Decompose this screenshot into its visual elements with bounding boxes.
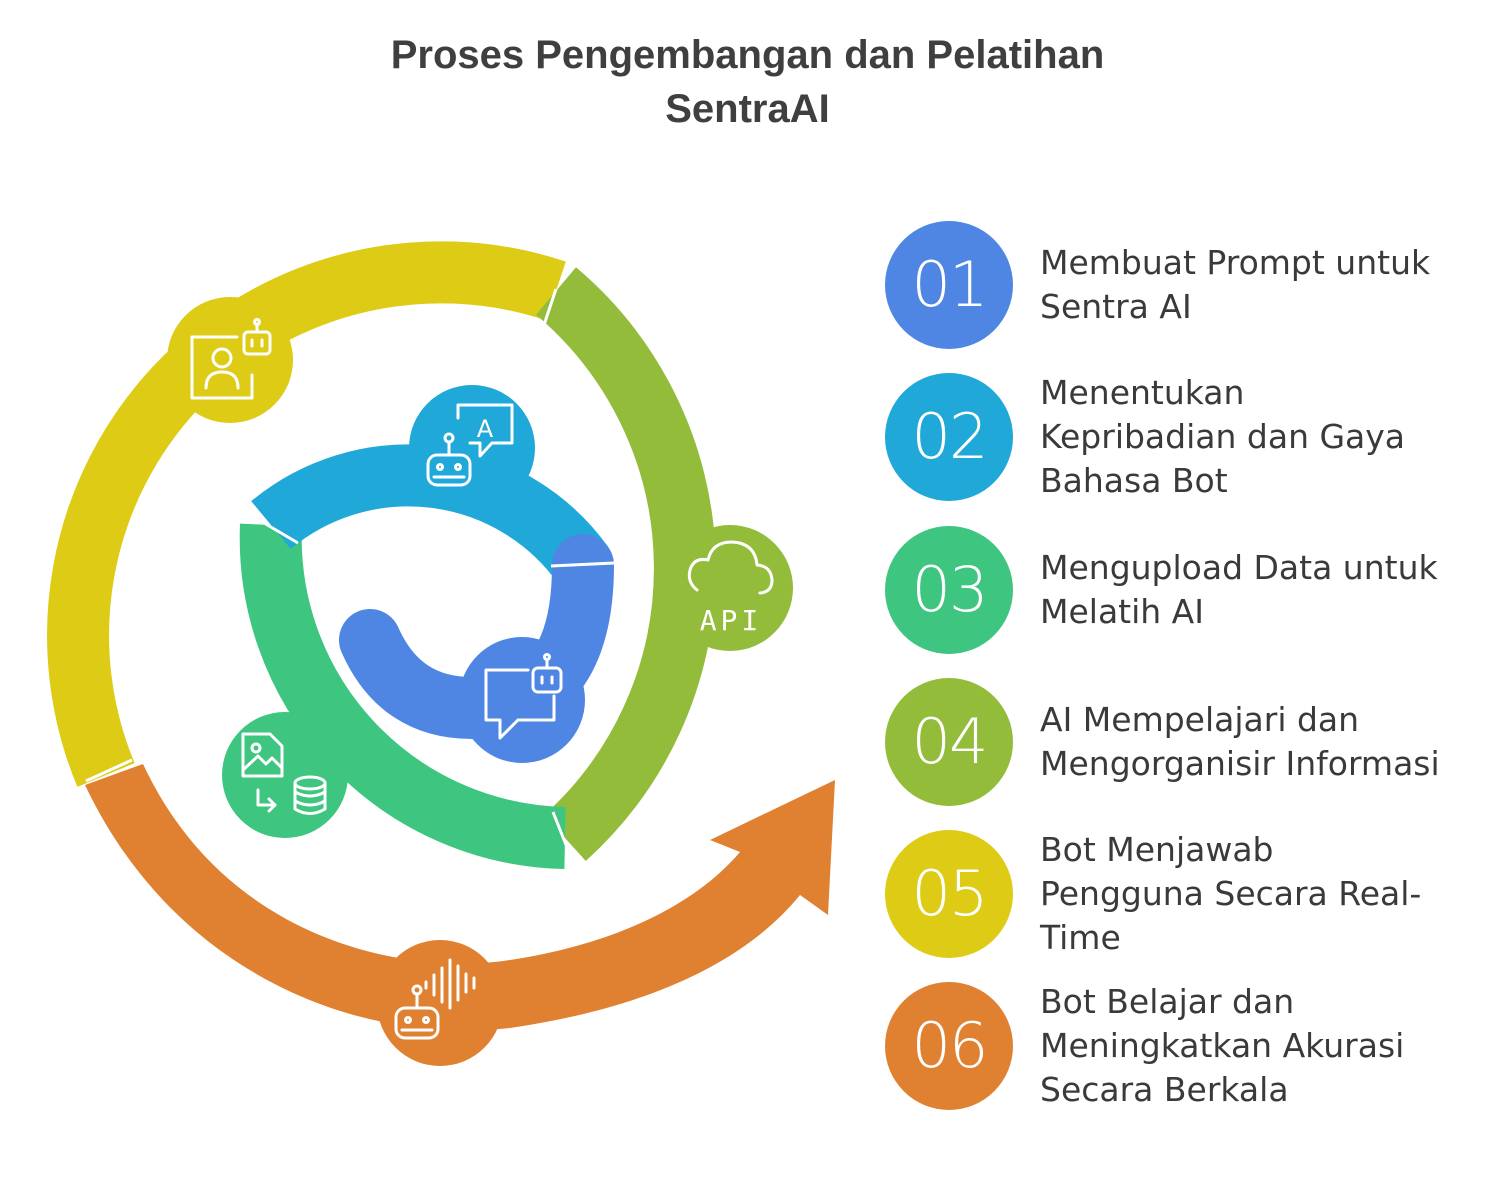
badge-blue xyxy=(459,637,585,763)
step-05: 05 Bot Menjawab Pengguna Secara Real-Tim… xyxy=(885,830,1485,958)
step-05-number: 05 xyxy=(885,830,1013,958)
step-03-label: Mengupload Data untuk Melatih AI xyxy=(1040,548,1438,631)
cloud-api-icon: API xyxy=(687,540,774,637)
bot-message-icon xyxy=(484,653,563,740)
page-title: Proses Pengembangan dan Pelatihan Sentra… xyxy=(0,28,1495,136)
step-04: 04 AI Mempelajari dan Mengorganisir Info… xyxy=(885,678,1485,806)
step-05-label: Bot Menjawab Pengguna Secara Real-Time xyxy=(1040,830,1422,957)
chat-letter: A xyxy=(477,415,494,443)
step-01-number: 01 xyxy=(885,221,1013,349)
step-01-label: Membuat Prompt untuk Sentra AI xyxy=(1040,243,1431,326)
segment-orange-arrow xyxy=(85,764,835,1031)
step-02-label: Menentukan Kepribadian dan Gaya Bahasa B… xyxy=(1040,373,1406,500)
bot-voice-icon xyxy=(394,958,476,1040)
api-label: API xyxy=(700,604,763,637)
step-04-label: AI Mempelajari dan Mengorganisir Informa… xyxy=(1040,700,1440,783)
badge-olive xyxy=(667,525,793,651)
badge-green xyxy=(222,712,348,838)
step-03-number: 03 xyxy=(885,526,1013,654)
bot-chat-icon: A xyxy=(426,403,514,487)
step-02-number: 02 xyxy=(885,373,1013,501)
step-01: 01 Membuat Prompt untuk Sentra AI xyxy=(885,221,1485,349)
user-bot-icon xyxy=(190,318,272,400)
badge-cyan xyxy=(409,385,535,511)
page-title-line-1: Proses Pengembangan dan Pelatihan xyxy=(390,33,1105,77)
step-06-number: 06 xyxy=(885,982,1013,1110)
step-06: 06 Bot Belajar dan Meningkatkan Akurasi … xyxy=(885,982,1485,1110)
step-06-label: Bot Belajar dan Meningkatkan Akurasi Sec… xyxy=(1040,982,1405,1109)
segment-separators xyxy=(85,288,615,871)
badge-orange xyxy=(377,940,503,1066)
step-03: 03 Mengupload Data untuk Melatih AI xyxy=(885,526,1485,654)
page-title-line-2: SentraAI xyxy=(665,87,830,131)
image-database-icon xyxy=(241,732,327,815)
step-04-number: 04 xyxy=(885,678,1013,806)
step-02: 02 Menentukan Kepribadian dan Gaya Bahas… xyxy=(885,373,1485,501)
segment-green xyxy=(239,523,566,869)
